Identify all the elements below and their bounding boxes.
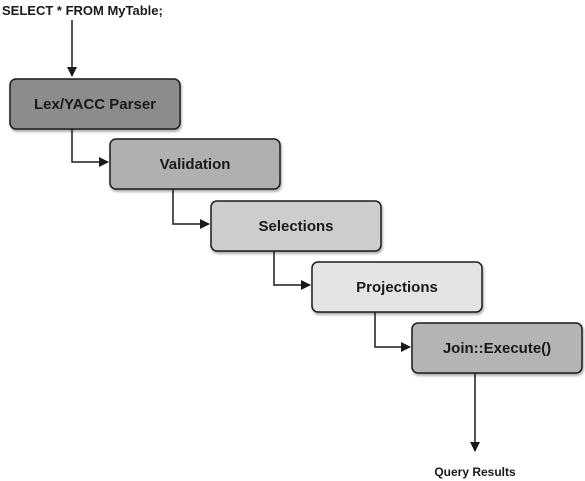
stage-label: Selections: [258, 218, 333, 235]
stage-box: [411, 322, 583, 374]
stage-join-execute: Join::Execute(): [411, 322, 583, 374]
stage-label: Lex/YACC Parser: [34, 96, 156, 113]
stage-box: [9, 78, 181, 130]
stage-box: [109, 138, 281, 190]
stage-lex-yacc-parser: Lex/YACC Parser: [9, 78, 181, 130]
stage-label: Join::Execute(): [443, 340, 551, 357]
connector-arrow-2: [172, 189, 210, 229]
stage-label: Validation: [160, 156, 231, 173]
stage-box: [210, 200, 382, 252]
stage-selections: Selections: [210, 200, 382, 252]
stage-projections: Projections: [311, 261, 483, 313]
connector-arrow-1: [71, 129, 109, 167]
connector-arrow-4: [374, 312, 411, 352]
stage-validation: Validation: [109, 138, 281, 190]
input-query-label: SELECT * FROM MyTable;: [2, 3, 163, 18]
connector-arrow-3: [273, 251, 311, 290]
output-label: Query Results: [434, 465, 516, 479]
stage-box: [311, 261, 483, 313]
stage-label: Projections: [356, 279, 438, 296]
